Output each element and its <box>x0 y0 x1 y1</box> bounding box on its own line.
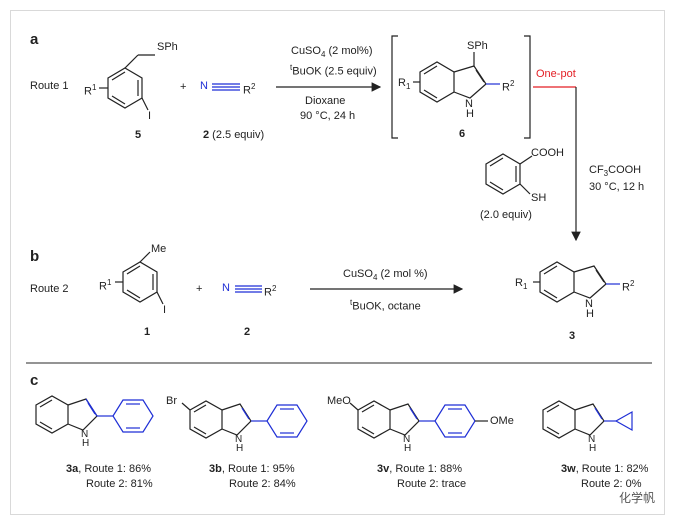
acid-sh-label: SH <box>531 192 547 204</box>
int6-sph-label: SPh <box>467 40 488 52</box>
route1-iodo-label: I <box>148 110 152 122</box>
ex-3w-caption-1: 3w, Route 1: 82% <box>561 463 649 475</box>
benzene-ring-1 <box>122 261 158 303</box>
ex-3b-h: H <box>236 443 244 454</box>
onepot-label: One-pot <box>536 68 576 80</box>
compound-1-label: 1 <box>144 326 151 338</box>
thiosalicylic-acid <box>485 153 533 195</box>
watermark: 化学帆 <box>614 488 659 507</box>
int6-r2-label: R2 <box>502 79 515 94</box>
nitrile-2-route2 <box>235 285 262 293</box>
acid-cooh-label: COOH <box>531 147 564 159</box>
prod3-h-label: H <box>586 308 594 320</box>
route2-nitrile-r2: R2 <box>264 284 277 299</box>
ex-3v-meo: MeO <box>327 395 351 407</box>
route1-cond-tbuok: tBuOK (2.5 equiv) <box>290 63 377 78</box>
structure-3v <box>349 400 488 439</box>
compound-6-label: 6 <box>459 128 466 140</box>
route1-plus: + <box>180 81 187 93</box>
int6-nh-label: N <box>465 98 473 110</box>
route2-me-label: Me <box>151 243 167 255</box>
structure-3a <box>35 395 154 434</box>
nitrile-2-route1 <box>212 83 240 91</box>
bracket-left <box>391 35 398 139</box>
indole-3 <box>533 261 620 303</box>
route2-plus: + <box>196 283 203 295</box>
ex-3a-caption-2: Route 2: 81% <box>86 478 153 490</box>
ex-3v-caption-1: 3v, Route 1: 88% <box>377 463 463 475</box>
int6-h-label: H <box>466 108 474 120</box>
ex-3b-n: N <box>235 434 243 445</box>
route2-cond-cuso4: CuSO4 (2 mol %) <box>343 268 428 283</box>
route2-cond-tbuok: tBuOK, octane <box>350 298 421 313</box>
prod3-r1-label: R1 <box>515 277 528 292</box>
panel-label-b: b <box>30 248 40 265</box>
figure-frame <box>10 10 665 515</box>
route2-iodo-label: I <box>163 304 167 316</box>
ex-3a-caption-1: 3a, Route 1: 86% <box>66 463 152 475</box>
compound-2-label-route1: 2 (2.5 equiv) <box>203 129 265 141</box>
structure-3b <box>181 400 308 439</box>
prod3-r2-label: R2 <box>622 279 635 294</box>
ex-3v-n: N <box>403 434 411 445</box>
route2-nitrile-n: N <box>222 282 230 294</box>
route2-label: Route 2 <box>30 283 69 295</box>
route1-nitrile-n: N <box>200 80 208 92</box>
structure-3w <box>542 400 633 439</box>
int6-r1-label: R1 <box>398 77 411 92</box>
ex-3w-n: N <box>588 434 596 445</box>
ex-3a-h: H <box>82 438 90 449</box>
route1-label: Route 1 <box>30 80 69 92</box>
compound-3-label: 3 <box>569 330 576 342</box>
route2-r1-label: R1 <box>99 278 112 293</box>
ex-3b-caption-2: Route 2: 84% <box>229 478 296 490</box>
indole-6 <box>413 52 500 103</box>
panel-label-a: a <box>30 31 39 48</box>
route1-cond-temp: 90 °C, 24 h <box>300 110 356 122</box>
ex-3v-ome: OMe <box>490 415 514 427</box>
compound-5-label: 5 <box>135 129 142 141</box>
benzene-ring-5 <box>107 67 143 109</box>
acid-equiv-label: (2.0 equiv) <box>480 209 532 221</box>
prod3-n-label: N <box>585 298 593 310</box>
route1-cond-solvent: Dioxane <box>305 95 346 107</box>
ex-3w-caption-2: Route 2: 0% <box>581 478 642 490</box>
tfa-label: CF3COOH <box>589 164 642 179</box>
ex-3v-caption-2: Route 2: trace <box>397 478 467 490</box>
compound-2-label-route2: 2 <box>244 326 251 338</box>
route1-cond-cuso4: CuSO4 (2 mol%) <box>291 45 373 60</box>
ex-3v-h: H <box>404 443 412 454</box>
route1-sph-label: SPh <box>157 41 178 53</box>
route1-r1-label: R1 <box>84 83 97 98</box>
tfa-cond-label: 30 °C, 12 h <box>589 181 645 193</box>
ex-3b-caption-1: 3b, Route 1: 95% <box>209 463 295 475</box>
panel-label-c: c <box>30 372 39 389</box>
bracket-right <box>524 35 531 139</box>
route1-nitrile-r2: R2 <box>243 82 256 97</box>
ex-3b-br: Br <box>166 395 177 407</box>
ex-3a-n: N <box>81 429 89 440</box>
ex-3w-h: H <box>589 443 597 454</box>
